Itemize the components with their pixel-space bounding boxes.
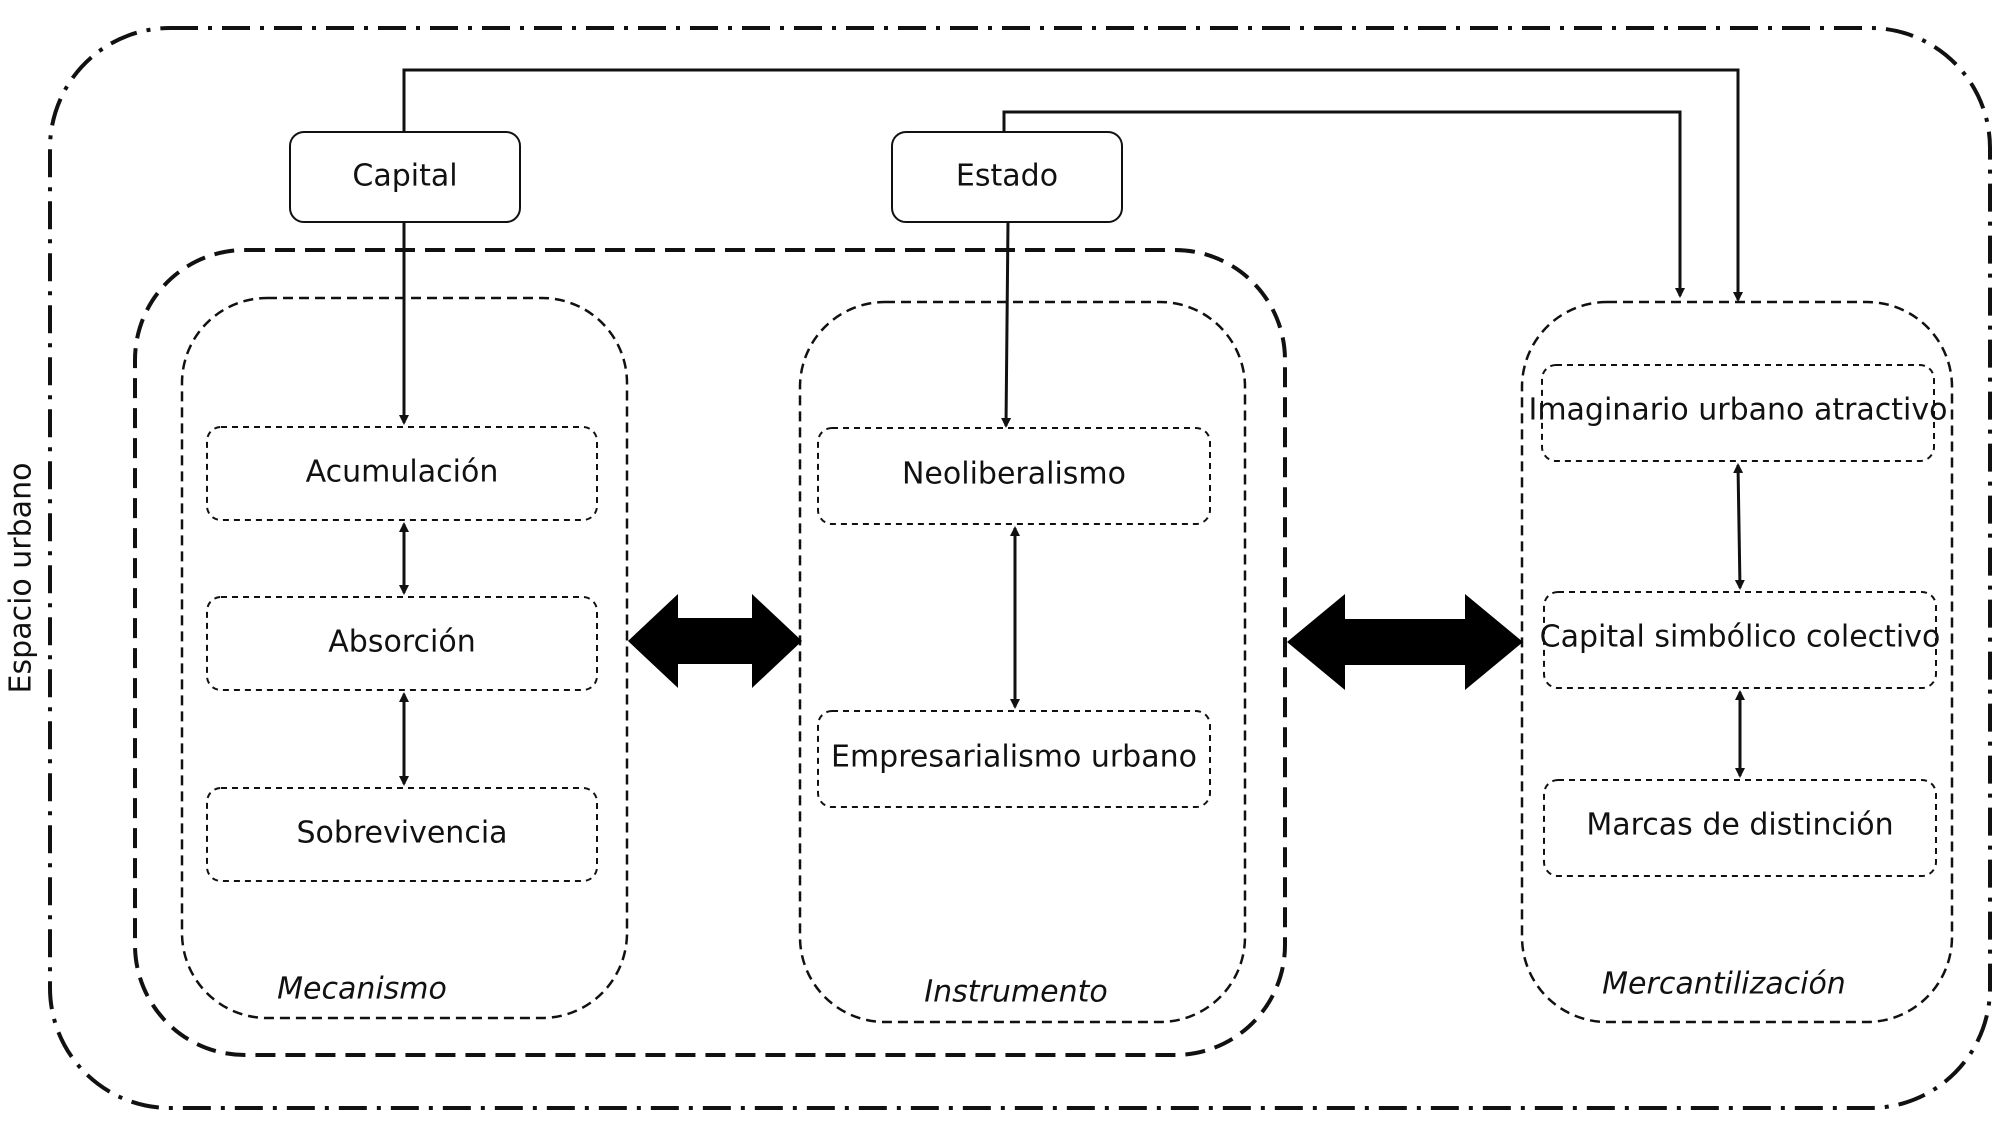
imaginario-label: Imaginario urbano atractivo [1528, 393, 1947, 428]
capital-simbolico-label: Capital simbólico colectivo [1540, 620, 1941, 655]
marcas-node: Marcas de distinción [1543, 779, 1937, 877]
estado-node: Estado [891, 131, 1123, 223]
empresarialismo-node: Empresarialismo urbano [817, 710, 1211, 808]
mercantilizacion-caption: Mercantilización [1602, 967, 1846, 1002]
capital-to-mercantilizacion-line [402, 68, 1743, 302]
estado-to-neoliberalismo-arrow [1001, 221, 1012, 428]
espacio-urbano-label: Espacio urbano [4, 463, 39, 694]
instrumento-mercantilizacion-fat-arrow [1287, 594, 1523, 690]
capital-simbolico-node: Capital simbólico colectivo [1540, 591, 1941, 689]
mecanismo-instrumento-fat-arrow [628, 594, 802, 688]
absorcion-label: Absorción [328, 625, 475, 660]
capital-node: Capital [289, 131, 521, 223]
marcas-label: Marcas de distinción [1586, 808, 1893, 843]
acumulacion-node: Acumulación [206, 426, 598, 521]
acumulacion-label: Acumulación [306, 455, 499, 490]
group-instrumento [798, 300, 1247, 1024]
sobrevivencia-node: Sobrevivencia [206, 787, 598, 882]
imaginario-capital-simbolico-arrow [1733, 463, 1745, 590]
estado-to-mercantilizacion-line [1002, 110, 1685, 298]
espacio-urbano-boundary [48, 26, 1992, 1110]
neoliberalismo-label: Neoliberalismo [902, 457, 1126, 492]
absorcion-node: Absorción [206, 596, 598, 691]
sobrevivencia-label: Sobrevivencia [296, 816, 507, 851]
capital-node-label: Capital [352, 159, 457, 194]
capital-estado-region [133, 248, 1287, 1057]
estado-node-label: Estado [956, 159, 1058, 194]
instrumento-caption: Instrumento [924, 975, 1107, 1010]
neoliberalismo-node: Neoliberalismo [817, 427, 1211, 525]
mecanismo-caption: Mecanismo [277, 972, 447, 1007]
group-mercantilizacion [1520, 300, 1954, 1024]
empresarialismo-label: Empresarialismo urbano [831, 740, 1197, 775]
imaginario-node: Imaginario urbano atractivo [1528, 364, 1948, 462]
